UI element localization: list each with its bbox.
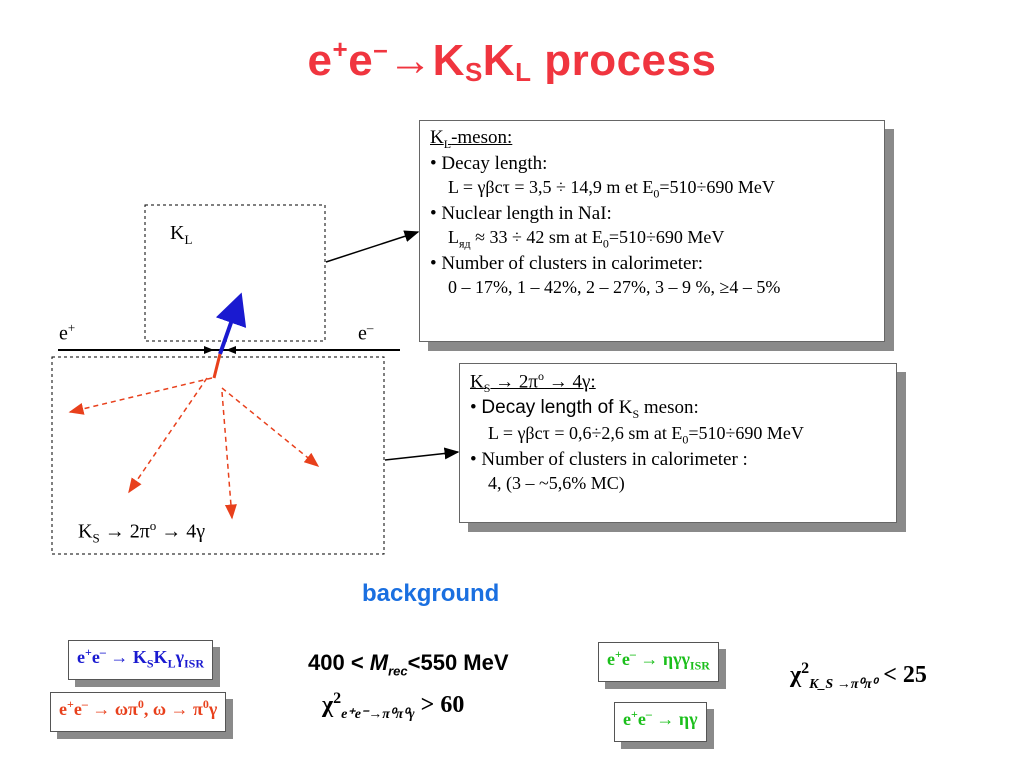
kl-info-box: KL-meson: • Decay length: L = γβcτ = 3,5… [419,120,885,342]
ks-decay-label: KS → 2πo → 4γ [78,518,206,546]
ks-pointer-arrow [384,447,460,461]
e-minus-label: e– [358,320,374,345]
ks-decay-length-heading: • Decay length of KS meson: [470,397,699,422]
background-eta-g: e+e– → ηγ [614,702,707,742]
slide-title: e+e–→KSKL process [307,34,717,87]
kl-region-box [144,204,326,342]
kl-clusters-heading: • Number of clusters in calorimeter: [430,252,704,274]
kl-nuclear-length-heading: • Nuclear length in NaI: [430,202,612,224]
kl-track-arrow [215,292,247,355]
kl-decay-length-value: L = γβcτ = 3,5 ÷ 14,9 m et E0=510÷690 Me… [448,177,775,201]
ks-clusters-values: 4, (3 – ~5,6% MC) [488,473,625,494]
background-label: background [362,580,500,607]
kl-nuclear-length-value: Lяд ≈ 33 ÷ 42 sm at E0=510÷690 MeV [448,227,725,251]
background-omega-pi0: e+e– → ωπ0, ω → π0γ [50,692,227,732]
photon-3 [221,391,237,520]
e-plus-label: e+ [59,320,76,345]
background-eta-gg-isr: e+e– → ηγγISR [598,642,719,682]
ks-decay-length-value: L = γβcτ = 0,6÷2,6 sm at E0=510÷690 MeV [488,423,804,447]
ks-info-header: KS → 2πo → 4γ: [470,369,596,396]
background-kskl-isr: e+e– → KSKLγISR [68,640,214,680]
ks-clusters-heading: • Number of clusters in calorimeter : [470,449,748,471]
mrec-cut: 400 < Mrec<550 MeV [308,650,509,679]
ks-info-box: KS → 2πo → 4γ: • Decay length of KS meso… [459,363,897,523]
kl-label: KL [170,222,193,247]
chi2-omega-cut: χ2e⁺e⁻→π⁰π⁰γ > 60 [322,690,465,722]
kl-decay-length-heading: • Decay length: [430,153,548,175]
kl-pointer-arrow [325,230,420,263]
kl-info-header: KL-meson: [430,127,513,151]
kl-clusters-values: 0 – 17%, 1 – 42%, 2 – 27%, 3 – 9 %, ≥4 –… [448,277,781,298]
chi2-ks-cut: χ2K_S →π⁰π⁰ < 25 [790,660,927,692]
ks-track [212,353,222,379]
photon-4 [221,387,320,467]
photon-1 [68,377,213,415]
